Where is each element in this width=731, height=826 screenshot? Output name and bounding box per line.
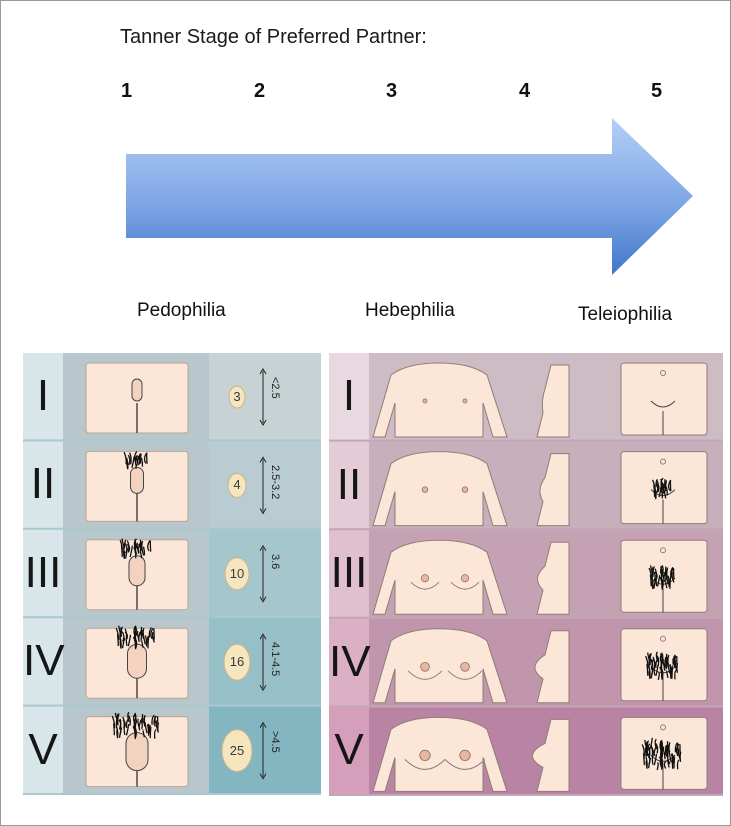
male-stage-label: IV <box>23 636 65 686</box>
testicular-volume-value: 3 <box>233 389 241 404</box>
stage-number-5: 5 <box>651 80 663 102</box>
diagram-title: Tanner Stage of Preferred Partner: <box>120 26 427 48</box>
testicular-volume-value: 16 <box>229 654 245 670</box>
breast-profile-icon <box>536 541 570 615</box>
stage-number-4: 4 <box>519 80 531 102</box>
arrow-right-icon <box>126 118 693 275</box>
female-stage-label: V <box>334 725 364 775</box>
pelvis-figure-icon <box>620 451 708 525</box>
stage-number-1: 1 <box>121 80 133 102</box>
pelvis-figure-icon <box>85 625 189 699</box>
testicle-oval-icon <box>223 643 251 681</box>
breast-profile-icon <box>536 364 570 438</box>
female-stage-label: III <box>330 548 368 598</box>
stage-number-3: 3 <box>386 80 398 102</box>
testicular-volume-value: 25 <box>229 742 245 758</box>
term-pedophilia: Pedophilia <box>137 300 226 321</box>
testicular-length-value: >4.5 <box>269 730 281 753</box>
term-hebephilia: Hebephilia <box>365 300 455 321</box>
female-stage-label: I <box>342 371 356 420</box>
testicle-oval-icon <box>227 472 247 498</box>
pelvis-figure-icon <box>85 711 189 788</box>
testicular-length-value: <2.5 <box>269 377 281 399</box>
testicular-length-value: 4.1-4.5 <box>269 642 281 677</box>
testicle-oval-icon <box>224 557 250 591</box>
testicular-volume-value: 4 <box>233 477 241 493</box>
pelvis-figure-icon <box>85 450 189 522</box>
breast-profile-icon <box>532 718 570 792</box>
torso-figure-icon <box>372 362 508 438</box>
female-illustration-grid <box>329 353 723 794</box>
testicle-oval-icon <box>221 729 253 773</box>
pelvis-figure-icon <box>620 362 708 436</box>
pelvis-figure-icon <box>620 716 708 790</box>
term-teleiophilia: Teleiophilia <box>578 304 673 325</box>
male-stage-label: III <box>24 547 62 597</box>
pelvis-figure-icon <box>85 538 189 611</box>
stage-number-2: 2 <box>254 80 266 102</box>
female-stage-label: IV <box>329 636 371 686</box>
breast-profile-icon <box>536 453 570 527</box>
breast-profile-icon <box>534 630 570 704</box>
torso-figure-icon <box>372 716 508 792</box>
testicle-oval-icon <box>228 385 246 409</box>
torso-figure-icon <box>372 451 508 527</box>
pelvis-figure-icon <box>620 539 708 613</box>
pelvis-figure-icon <box>620 628 708 702</box>
testicular-volume-value: 10 <box>229 565 245 581</box>
male-stage-label: V <box>28 724 58 774</box>
male-stage-label: I <box>36 371 50 420</box>
testicular-length-value: 3.6 <box>269 553 281 570</box>
pelvis-figure-icon <box>85 362 189 434</box>
male-illustration-grid <box>23 353 321 793</box>
torso-figure-icon <box>372 539 508 615</box>
female-stage-label: II <box>336 459 362 509</box>
testicular-length-value: 2.5-3.2 <box>269 465 281 500</box>
torso-figure-icon <box>372 628 508 704</box>
male-stage-label: II <box>30 459 56 509</box>
